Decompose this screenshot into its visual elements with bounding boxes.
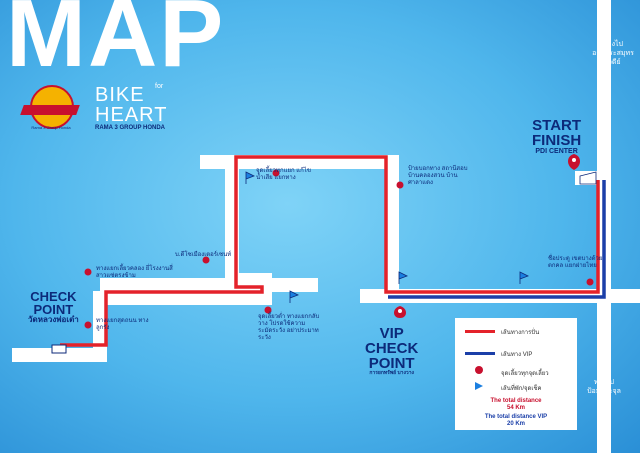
marker-dot [396, 181, 404, 189]
bike-for-heart-logo: BIKE for HEART RAMA 3 GROUP HONDA [95, 83, 168, 131]
south-arrow-icon [597, 436, 611, 448]
direction-arrows [597, 4, 611, 448]
vip-route-line [388, 180, 606, 299]
landmark-label: จุดเลี้ยวต่ำ ทางแยกกลับวาง โปรดใช้ความระ… [258, 314, 320, 341]
map-legend: เส้นทางการปั่น เส้นทาง VIP จุดเลี้ยวทุกจ… [455, 318, 577, 430]
legend-vip-swatch [465, 352, 495, 355]
legend-pin-icon [475, 366, 483, 374]
flag-icon [519, 271, 529, 284]
flag-icon [245, 171, 255, 184]
south-direction-label: ทางไปป้อมพระจุล [587, 379, 621, 395]
landmark-label: ป้ายบอกทาง สถานีสอบ บ้านคลองสวน บ้านศาลา… [408, 166, 468, 186]
location-pins [51, 154, 580, 354]
landmark-label: ชื่อประตู เขตบางด้วยตกคล แยกฝายไทย [548, 256, 603, 269]
flag-icon [289, 290, 299, 303]
pdi-building-icon [579, 171, 597, 185]
marker-dot [84, 321, 92, 329]
map-title: MAP [6, 0, 226, 87]
landmark-label: จุดเลี้ยวทุกแยก แก้ไขน้ำเสีย แยกทาง [256, 168, 311, 181]
start-finish-label: START FINISH PDI CENTER [532, 117, 582, 155]
legend-route-swatch [465, 330, 495, 333]
flag-icon [398, 271, 408, 284]
main-route-line [60, 155, 600, 347]
landmark-label: ทางแยกสุดถนน ทางลูกรัง [96, 318, 149, 331]
honda-logo: Rama 3 Group Honda [20, 85, 80, 135]
landmark-label: ทางแยกเลี้ยวคลอง ยี่โรงงานสี่สาวแซ่ตรงข้… [96, 266, 173, 279]
checkpoint-building-icon [51, 344, 67, 354]
north-arrow-icon [597, 4, 611, 16]
legend-pin-label: จุดเลี้ยวทุกจุดเลี้ยว [501, 371, 549, 377]
vip-pin-icon [394, 306, 406, 322]
legend-flag-label: เส้นที่พัก/จุดเช็ค [501, 386, 542, 392]
legend-route-label: เส้นทางการปั่น [501, 330, 540, 336]
marker-dot [264, 306, 272, 314]
legend-vip-label: เส้นทาง VIP [501, 352, 533, 358]
turn-markers [84, 169, 594, 329]
legend-flag-icon [475, 382, 483, 390]
marker-dot [202, 256, 210, 264]
marker-dot [84, 268, 92, 276]
marker-dot [586, 278, 594, 286]
checkpoint-flags [245, 171, 529, 303]
landmark-label: บ.ดีโซเมืองเตอร์เซนท์ [175, 252, 232, 258]
check-point-label: CHECK POINT วัดหลวงพ่อเต๋า [28, 289, 79, 324]
north-direction-label: ทางไปองค์พระสมุทรเจดีย์ [592, 41, 634, 66]
vip-check-point-label: VIP CHECK POINT การยกทรัพย์ บางวาง [365, 325, 419, 376]
marker-dot [272, 169, 280, 177]
